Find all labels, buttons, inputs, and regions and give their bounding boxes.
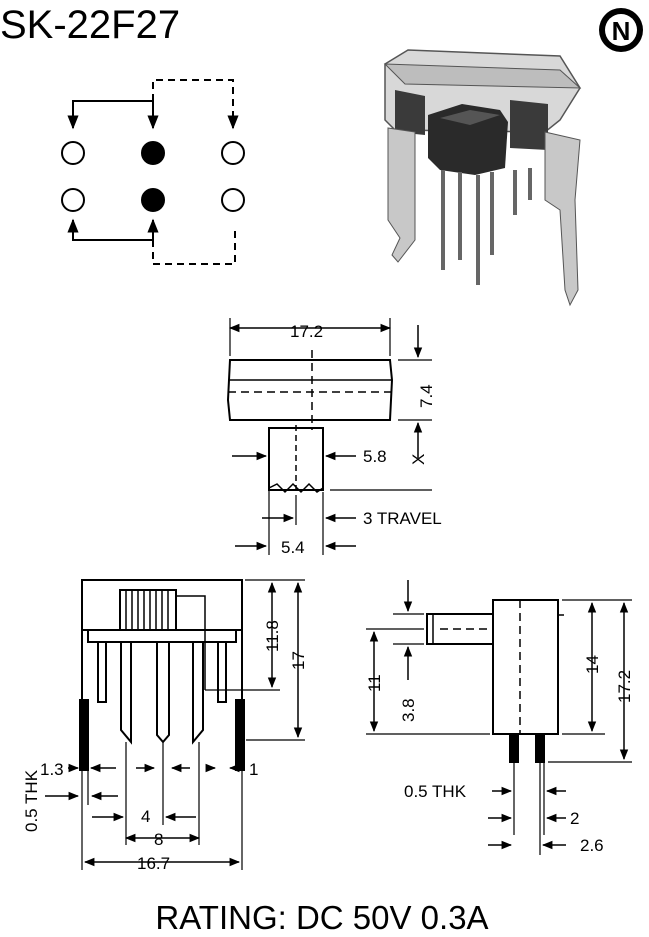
- dim-top-height: 7.4: [417, 384, 436, 408]
- electrical-rating: RATING: DC 50V 0.3A: [155, 899, 488, 936]
- dim-side-2-6: 2.6: [580, 836, 604, 855]
- dim-side-11: 11: [365, 674, 384, 692]
- dim-top-width: 17.2: [290, 322, 323, 341]
- dim-side-2: 2: [570, 809, 579, 828]
- dim-pitch-8: 8: [154, 830, 163, 849]
- top-view-drawing: [226, 318, 432, 555]
- dim-side-14: 14: [583, 655, 602, 674]
- dim-total-16-7: 16.7: [137, 854, 170, 873]
- terminal-common: [141, 141, 165, 165]
- dim-pin-1-3: 1.3: [40, 760, 64, 779]
- product-photo: [383, 49, 582, 307]
- terminal-common: [141, 188, 165, 212]
- dim-side-3-8: 3.8: [399, 698, 418, 722]
- brand-logo: N: [599, 8, 643, 52]
- side-view-drawing: [366, 580, 632, 855]
- part-number-title: SK-22F27: [0, 3, 180, 47]
- dim-thk-side: 0.5 THK: [404, 782, 467, 801]
- terminal-open: [61, 188, 85, 212]
- svg-text:N: N: [612, 16, 631, 46]
- dim-front-11-8: 11.8: [263, 620, 282, 652]
- dim-thk-front: 0.5 THK: [22, 769, 41, 832]
- terminal-open: [221, 141, 245, 165]
- dim-pin-1: 1: [249, 760, 258, 779]
- dim-x-mark: X: [409, 454, 428, 465]
- dim-front-17: 17: [289, 651, 308, 670]
- circuit-schematic: [61, 79, 245, 265]
- terminal-open: [221, 188, 245, 212]
- terminal-open: [61, 141, 85, 165]
- dim-pitch-4: 4: [141, 807, 150, 826]
- dim-actuator-width: 5.8: [363, 447, 387, 466]
- dim-travel: 3 TRAVEL: [363, 509, 442, 528]
- dim-side-17-2: 17.2: [615, 670, 634, 703]
- dim-actuator-offset: 5.4: [281, 538, 305, 557]
- front-view-drawing: [45, 579, 305, 870]
